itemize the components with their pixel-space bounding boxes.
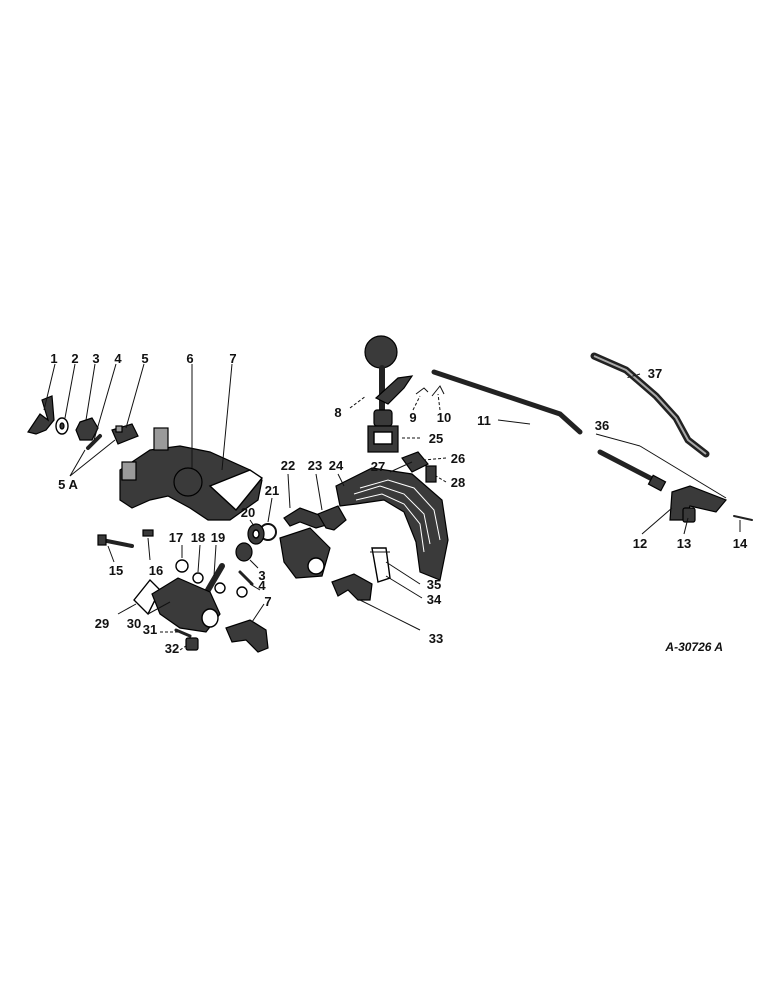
part-32-plug <box>185 637 199 651</box>
part-6-housing <box>119 427 264 521</box>
callout-4: 4 <box>114 351 122 366</box>
callout-15: 15 <box>109 563 123 578</box>
part-20-bearing <box>247 523 265 545</box>
callout-1: 1 <box>50 351 57 366</box>
callout-3-lower: 3 <box>258 568 265 583</box>
callout-5a: 5 A <box>58 477 78 492</box>
part-17-ball <box>175 559 189 573</box>
drawing-number: A-30726 A <box>664 640 723 654</box>
callout-6: 6 <box>186 351 193 366</box>
callout-14: 14 <box>733 536 748 551</box>
part-36-shaft <box>597 449 667 492</box>
part-7-elbow-lower <box>225 619 269 653</box>
callout-32: 32 <box>165 641 179 656</box>
callout-29: 29 <box>95 616 109 631</box>
part-2-washer <box>55 417 69 435</box>
part-4-pin-lower <box>238 570 254 586</box>
part-1-wing-nut <box>27 395 55 435</box>
part-9-cotter <box>415 387 429 395</box>
part-11-rod <box>431 369 583 435</box>
callout-36: 36 <box>595 418 609 433</box>
callout-33: 33 <box>429 631 443 646</box>
part-16-key <box>142 529 154 537</box>
callout-4-lower: 4 <box>258 578 266 593</box>
part-3-nut <box>75 417 99 441</box>
part-15-bolt <box>97 534 134 548</box>
part-25-fork <box>367 425 399 453</box>
callout-24: 24 <box>329 458 344 473</box>
callout-31: 31 <box>143 622 157 637</box>
callout-30: 30 <box>127 616 141 631</box>
callout-35: 35 <box>427 577 441 592</box>
part-8-shift-lever <box>364 335 414 427</box>
part-26-block <box>401 451 429 473</box>
callout-18: 18 <box>191 530 205 545</box>
callout-20: 20 <box>241 505 255 520</box>
callout-8: 8 <box>334 405 341 420</box>
part-19-plunger <box>205 563 225 593</box>
callout-19: 19 <box>211 530 225 545</box>
callout-2: 2 <box>71 351 78 366</box>
callout-27: 27 <box>371 459 385 474</box>
part-14-pin <box>733 515 753 521</box>
part-31-bolt <box>174 628 192 638</box>
part-3-nut-lower <box>235 542 253 562</box>
callout-7-lower: 7 <box>264 594 271 609</box>
part-fork-housing <box>279 527 331 579</box>
callout-9: 9 <box>409 410 416 425</box>
part-18-ball <box>192 572 248 598</box>
callout-37: 37 <box>648 366 662 381</box>
part-4-pin <box>86 434 102 450</box>
callout-28: 28 <box>451 475 465 490</box>
callout-7-upper: 7 <box>229 351 236 366</box>
callout-12: 12 <box>633 536 647 551</box>
callout-17: 17 <box>169 530 183 545</box>
callout-25: 25 <box>429 431 443 446</box>
part-33-elbow <box>331 573 373 601</box>
callout-13: 13 <box>677 536 691 551</box>
part-23-lever <box>317 505 347 531</box>
callout-16: 16 <box>149 563 163 578</box>
callout-3: 3 <box>92 351 99 366</box>
callout-5: 5 <box>141 351 148 366</box>
part-24-gate <box>335 467 449 581</box>
part-10-pin <box>431 385 445 397</box>
callout-22: 22 <box>281 458 295 473</box>
part-28-spring <box>425 465 437 483</box>
part-22-lever <box>283 507 332 529</box>
callout-23: 23 <box>308 458 322 473</box>
callout-11: 11 <box>477 413 491 428</box>
part-5-block <box>111 423 139 445</box>
part-13-set-screw <box>682 507 696 523</box>
part-37-rod <box>590 352 710 458</box>
callout-10: 10 <box>437 410 451 425</box>
callout-34: 34 <box>427 592 442 607</box>
part-30-cover <box>151 577 221 633</box>
part-12-shifter <box>669 485 727 521</box>
callout-26: 26 <box>451 451 465 466</box>
callout-21: 21 <box>265 483 279 498</box>
